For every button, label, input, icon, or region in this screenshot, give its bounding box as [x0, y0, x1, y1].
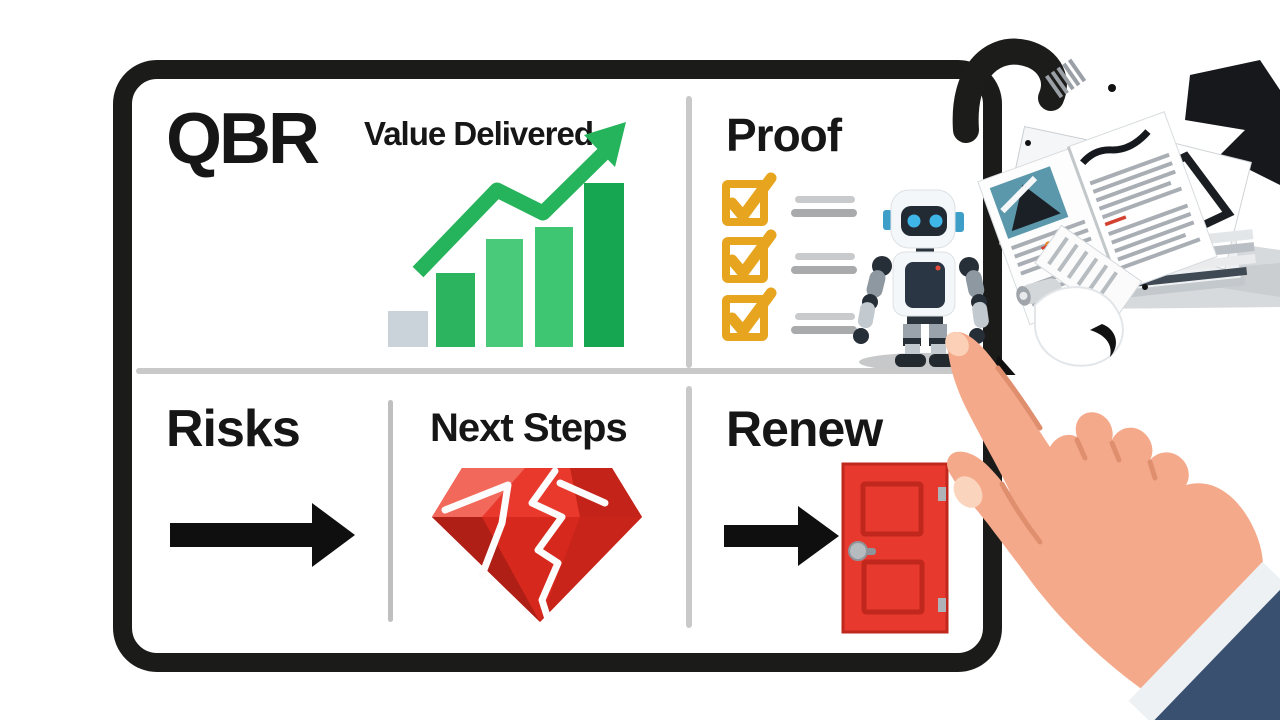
- robot-chest-screen: [905, 262, 945, 308]
- cracked-diamond-icon: [432, 467, 642, 623]
- shirt-cuff: [1128, 561, 1280, 720]
- board-title: QBR: [166, 99, 320, 179]
- open-newspaper: [977, 111, 1218, 326]
- robot-face-screen: [901, 206, 947, 236]
- chart-bar-period-4: [584, 183, 624, 347]
- paper-stack-illustration: [952, 38, 1280, 375]
- checklist-checkbox-icons: [722, 172, 777, 341]
- chart-bar-period-3: [535, 227, 573, 347]
- grid-divider-vertical-bottom-left: [388, 400, 393, 622]
- grid-divider-vertical-top: [686, 96, 692, 368]
- checklist-text-line: [791, 266, 857, 274]
- grid-divider-horizontal: [136, 368, 984, 374]
- robot-eye: [929, 214, 943, 228]
- quadrant-label-value-delivered: Value Delivered: [364, 115, 594, 152]
- quadrant-label-renew: Renew: [726, 401, 883, 457]
- checklist-text-line: [795, 196, 855, 203]
- renew-arrow-icon: [724, 506, 839, 566]
- quadrant-label-proof: Proof: [726, 109, 842, 161]
- quadrant-label-risks: Risks: [166, 400, 301, 458]
- quadrant-label-next-steps: Next Steps: [430, 406, 628, 450]
- trend-arrow-icon: [412, 122, 626, 278]
- checklist-text-line: [795, 253, 855, 260]
- chart-bar-period-2: [486, 239, 523, 347]
- checklist-text-line: [791, 326, 857, 334]
- red-door-icon: [841, 462, 949, 634]
- robot-eye: [907, 214, 921, 228]
- paper-tab: [1034, 224, 1143, 320]
- black-hook-shape: [952, 38, 1067, 143]
- grid-divider-vertical-bottom-right: [686, 386, 692, 628]
- chart-bar-baseline: [388, 311, 428, 347]
- crumpled-paper: [1034, 286, 1124, 367]
- chart-bar-period-1: [436, 273, 475, 347]
- risks-arrow-icon: [170, 503, 355, 567]
- pointing-hand-illustration: [945, 331, 1280, 720]
- checklist-text-line: [791, 209, 857, 217]
- value-chart-bars: [388, 183, 628, 347]
- checklist-text-line: [795, 313, 855, 320]
